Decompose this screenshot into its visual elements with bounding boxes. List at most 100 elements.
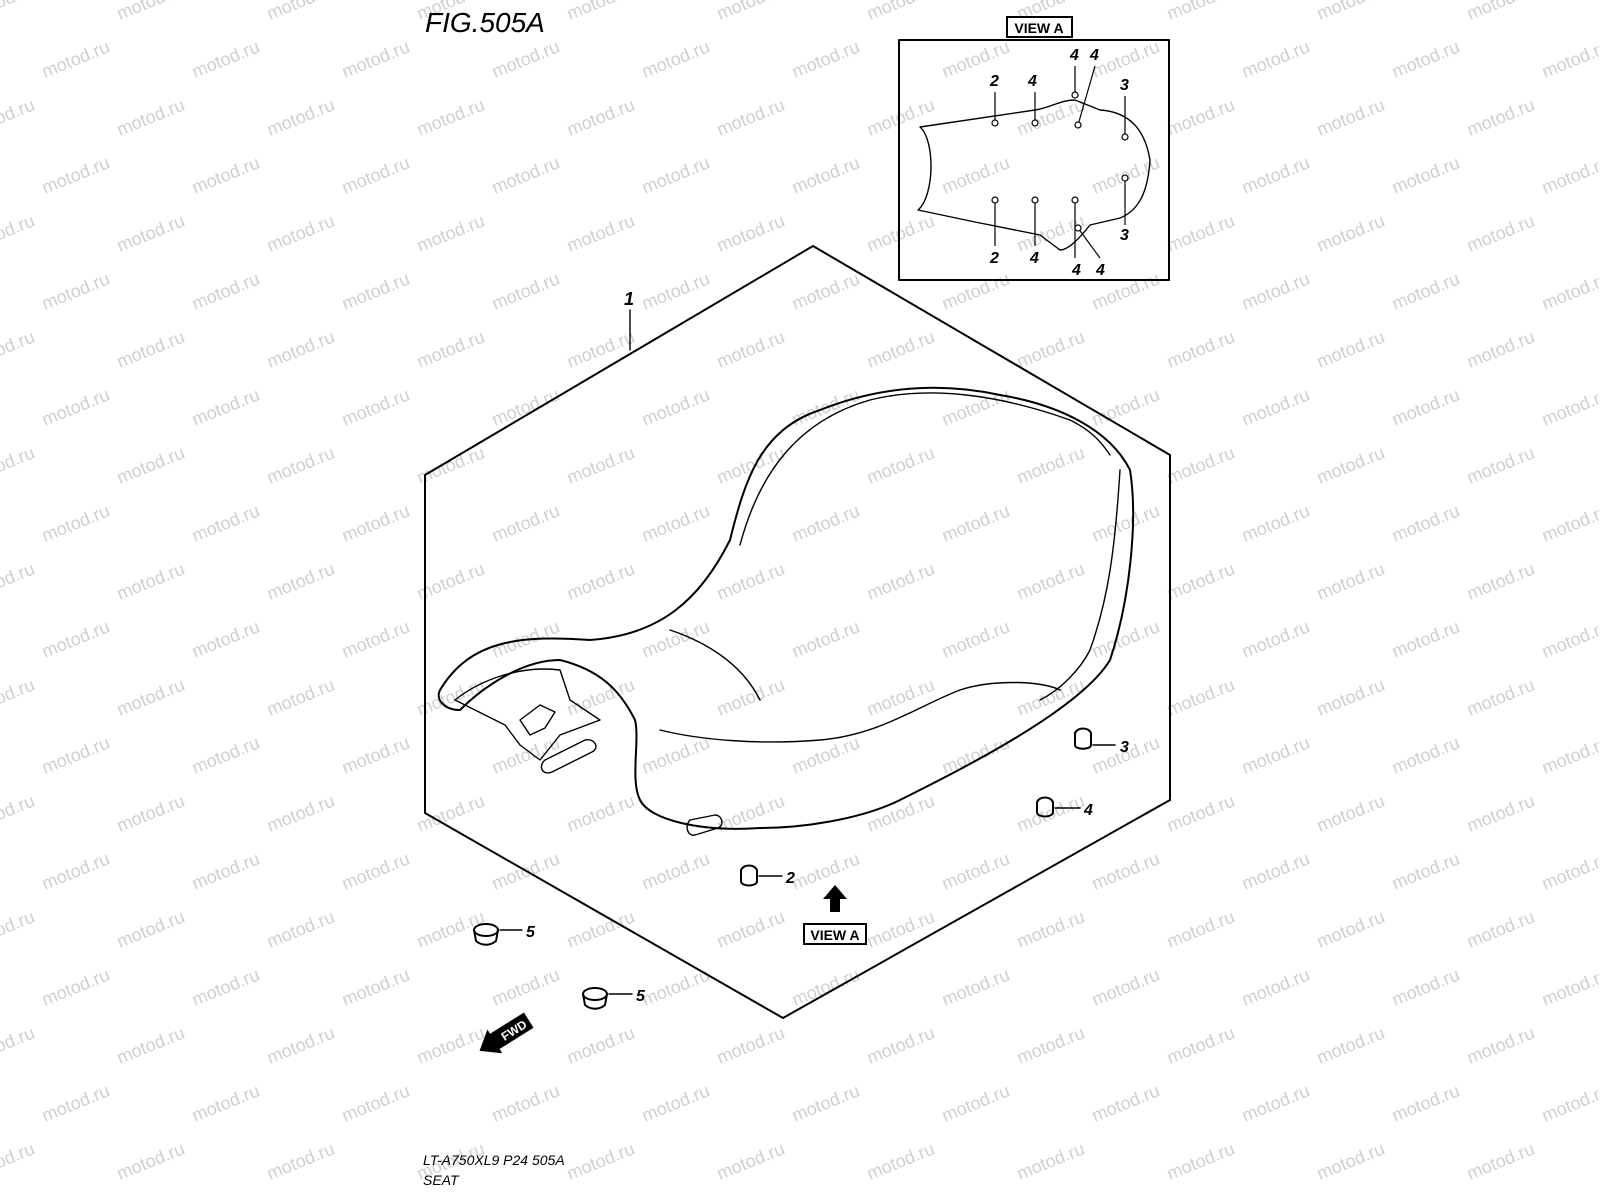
watermark-text: motod.ru: [339, 733, 412, 778]
watermark-text: motod.ru: [39, 37, 112, 82]
watermark-text: motod.ru: [1014, 1023, 1087, 1068]
watermark-text: motod.ru: [264, 1023, 337, 1068]
watermark-text: motod.ru: [1014, 211, 1087, 256]
watermark-text: motod.ru: [1464, 443, 1537, 488]
watermark-text: motod.ru: [1539, 617, 1600, 662]
watermark-text: motod.ru: [1239, 153, 1312, 198]
watermark-text: motod.ru: [1089, 501, 1162, 546]
watermark-text: motod.ru: [639, 1081, 712, 1126]
footer-model-code: LT-A750XL9 P24 505A: [423, 1152, 565, 1168]
watermark-text: motod.ru: [789, 1197, 862, 1200]
watermark-text: motod.ru: [1164, 791, 1237, 836]
watermark-text: motod.ru: [264, 559, 337, 604]
watermark-text: motod.ru: [714, 1023, 787, 1068]
watermark-text: motod.ru: [939, 501, 1012, 546]
watermark-text: motod.ru: [1314, 327, 1387, 372]
watermark-text: motod.ru: [1464, 327, 1537, 372]
inset-callout-4-top-c: 4: [1089, 47, 1099, 64]
watermark-text: motod.ru: [1239, 617, 1312, 662]
inset-mount-point: [1074, 224, 1082, 232]
watermark-text: motod.ru: [789, 269, 862, 314]
watermark-text: motod.ru: [339, 1197, 412, 1200]
inset-callout-2-top: 2: [989, 73, 999, 90]
watermark-text: motod.ru: [864, 675, 937, 720]
seat-front-seam: [659, 681, 1061, 743]
watermark-text: motod.ru: [1389, 965, 1462, 1010]
watermark-text: motod.ru: [189, 153, 262, 198]
watermark-text: motod.ru: [564, 95, 637, 140]
watermark-text: motod.ru: [189, 501, 262, 546]
inset-mount-point: [1031, 119, 1039, 127]
watermark-text: motod.ru: [1389, 1197, 1462, 1200]
watermark-text: motod.ru: [189, 1081, 262, 1126]
seat-outline: [437, 386, 1135, 830]
inset-leader-line: [1077, 227, 1101, 259]
watermark-text: motod.ru: [414, 327, 487, 372]
watermark-text: motod.ru: [114, 1139, 187, 1184]
watermark-text: motod.ru: [189, 965, 262, 1010]
seat-latch-hook: [519, 704, 556, 736]
watermark-text: motod.ru: [1464, 907, 1537, 952]
watermark-text: motod.ru: [0, 0, 37, 24]
seat-side-seam: [1039, 469, 1121, 701]
view-a-indicator: VIEW A: [803, 885, 867, 945]
watermark-text: motod.ru: [264, 327, 337, 372]
watermark-text: motod.ru: [189, 849, 262, 894]
watermark-text: motod.ru: [639, 501, 712, 546]
watermark-text: motod.ru: [1314, 675, 1387, 720]
watermark-text: motod.ru: [39, 385, 112, 430]
watermark-text: motod.ru: [1314, 1139, 1387, 1184]
figure-title: FIG.505A: [425, 7, 545, 38]
watermark-text: motod.ru: [114, 95, 187, 140]
watermark-text: motod.ru: [639, 617, 712, 662]
inset-seat-outline: [917, 99, 1151, 251]
inset-mount-point: [1031, 196, 1039, 204]
watermark-text: motod.ru: [1539, 269, 1600, 314]
watermark-text: motod.ru: [864, 95, 937, 140]
inset-callout-4-bottom-c: 4: [1095, 262, 1105, 279]
watermark-text: motod.ru: [1314, 559, 1387, 604]
watermark-text: motod.ru: [1164, 675, 1237, 720]
watermark-text: motod.ru: [414, 1023, 487, 1068]
watermark-text: motod.ru: [0, 675, 37, 720]
inset-mount-point: [1074, 121, 1082, 129]
watermark-text: motod.ru: [789, 1081, 862, 1126]
callout-5-label-a: 5: [526, 924, 536, 941]
watermark-text: motod.ru: [1314, 1023, 1387, 1068]
watermark-text: motod.ru: [1464, 95, 1537, 140]
watermark-text: motod.ru: [0, 95, 37, 140]
inset-mount-point: [1071, 91, 1079, 99]
inset-callout-3-bottom: 3: [1120, 227, 1129, 244]
inset-mount-point: [991, 196, 999, 204]
watermark-text: motod.ru: [489, 385, 562, 430]
watermark-text: motod.ru: [39, 501, 112, 546]
watermark-text: motod.ru: [714, 211, 787, 256]
watermark-text: motod.ru: [1389, 501, 1462, 546]
watermark-text: motod.ru: [489, 1197, 562, 1200]
watermark-text: motod.ru: [114, 675, 187, 720]
watermark-text: motod.ru: [939, 617, 1012, 662]
watermark-text: motod.ru: [1389, 153, 1462, 198]
watermark-text: motod.ru: [114, 791, 187, 836]
inset-callout-4-top-a: 4: [1027, 73, 1037, 90]
watermark-text: motod.ru: [714, 95, 787, 140]
watermark-text: motod.ru: [864, 907, 937, 952]
watermark-text: motod.ru: [489, 965, 562, 1010]
watermark-text: motod.ru: [864, 443, 937, 488]
assembly-hexagon: [424, 245, 1171, 1019]
watermark-text: motod.ru: [564, 0, 637, 24]
watermark-text: motod.ru: [339, 385, 412, 430]
watermark-text: motod.ru: [1539, 153, 1600, 198]
watermark-text: motod.ru: [264, 1139, 337, 1184]
watermark-text: motod.ru: [1389, 269, 1462, 314]
watermark-text: motod.ru: [189, 269, 262, 314]
watermark-text: motod.ru: [189, 385, 262, 430]
watermark-text: motod.ru: [339, 617, 412, 662]
watermark-text: motod.ru: [639, 153, 712, 198]
watermark-text: motod.ru: [1389, 733, 1462, 778]
watermark-text: motod.ru: [939, 733, 1012, 778]
watermark-text: motod.ru: [789, 617, 862, 662]
watermark-text: motod.ru: [39, 1197, 112, 1200]
watermark-text: motod.ru: [1239, 1081, 1312, 1126]
